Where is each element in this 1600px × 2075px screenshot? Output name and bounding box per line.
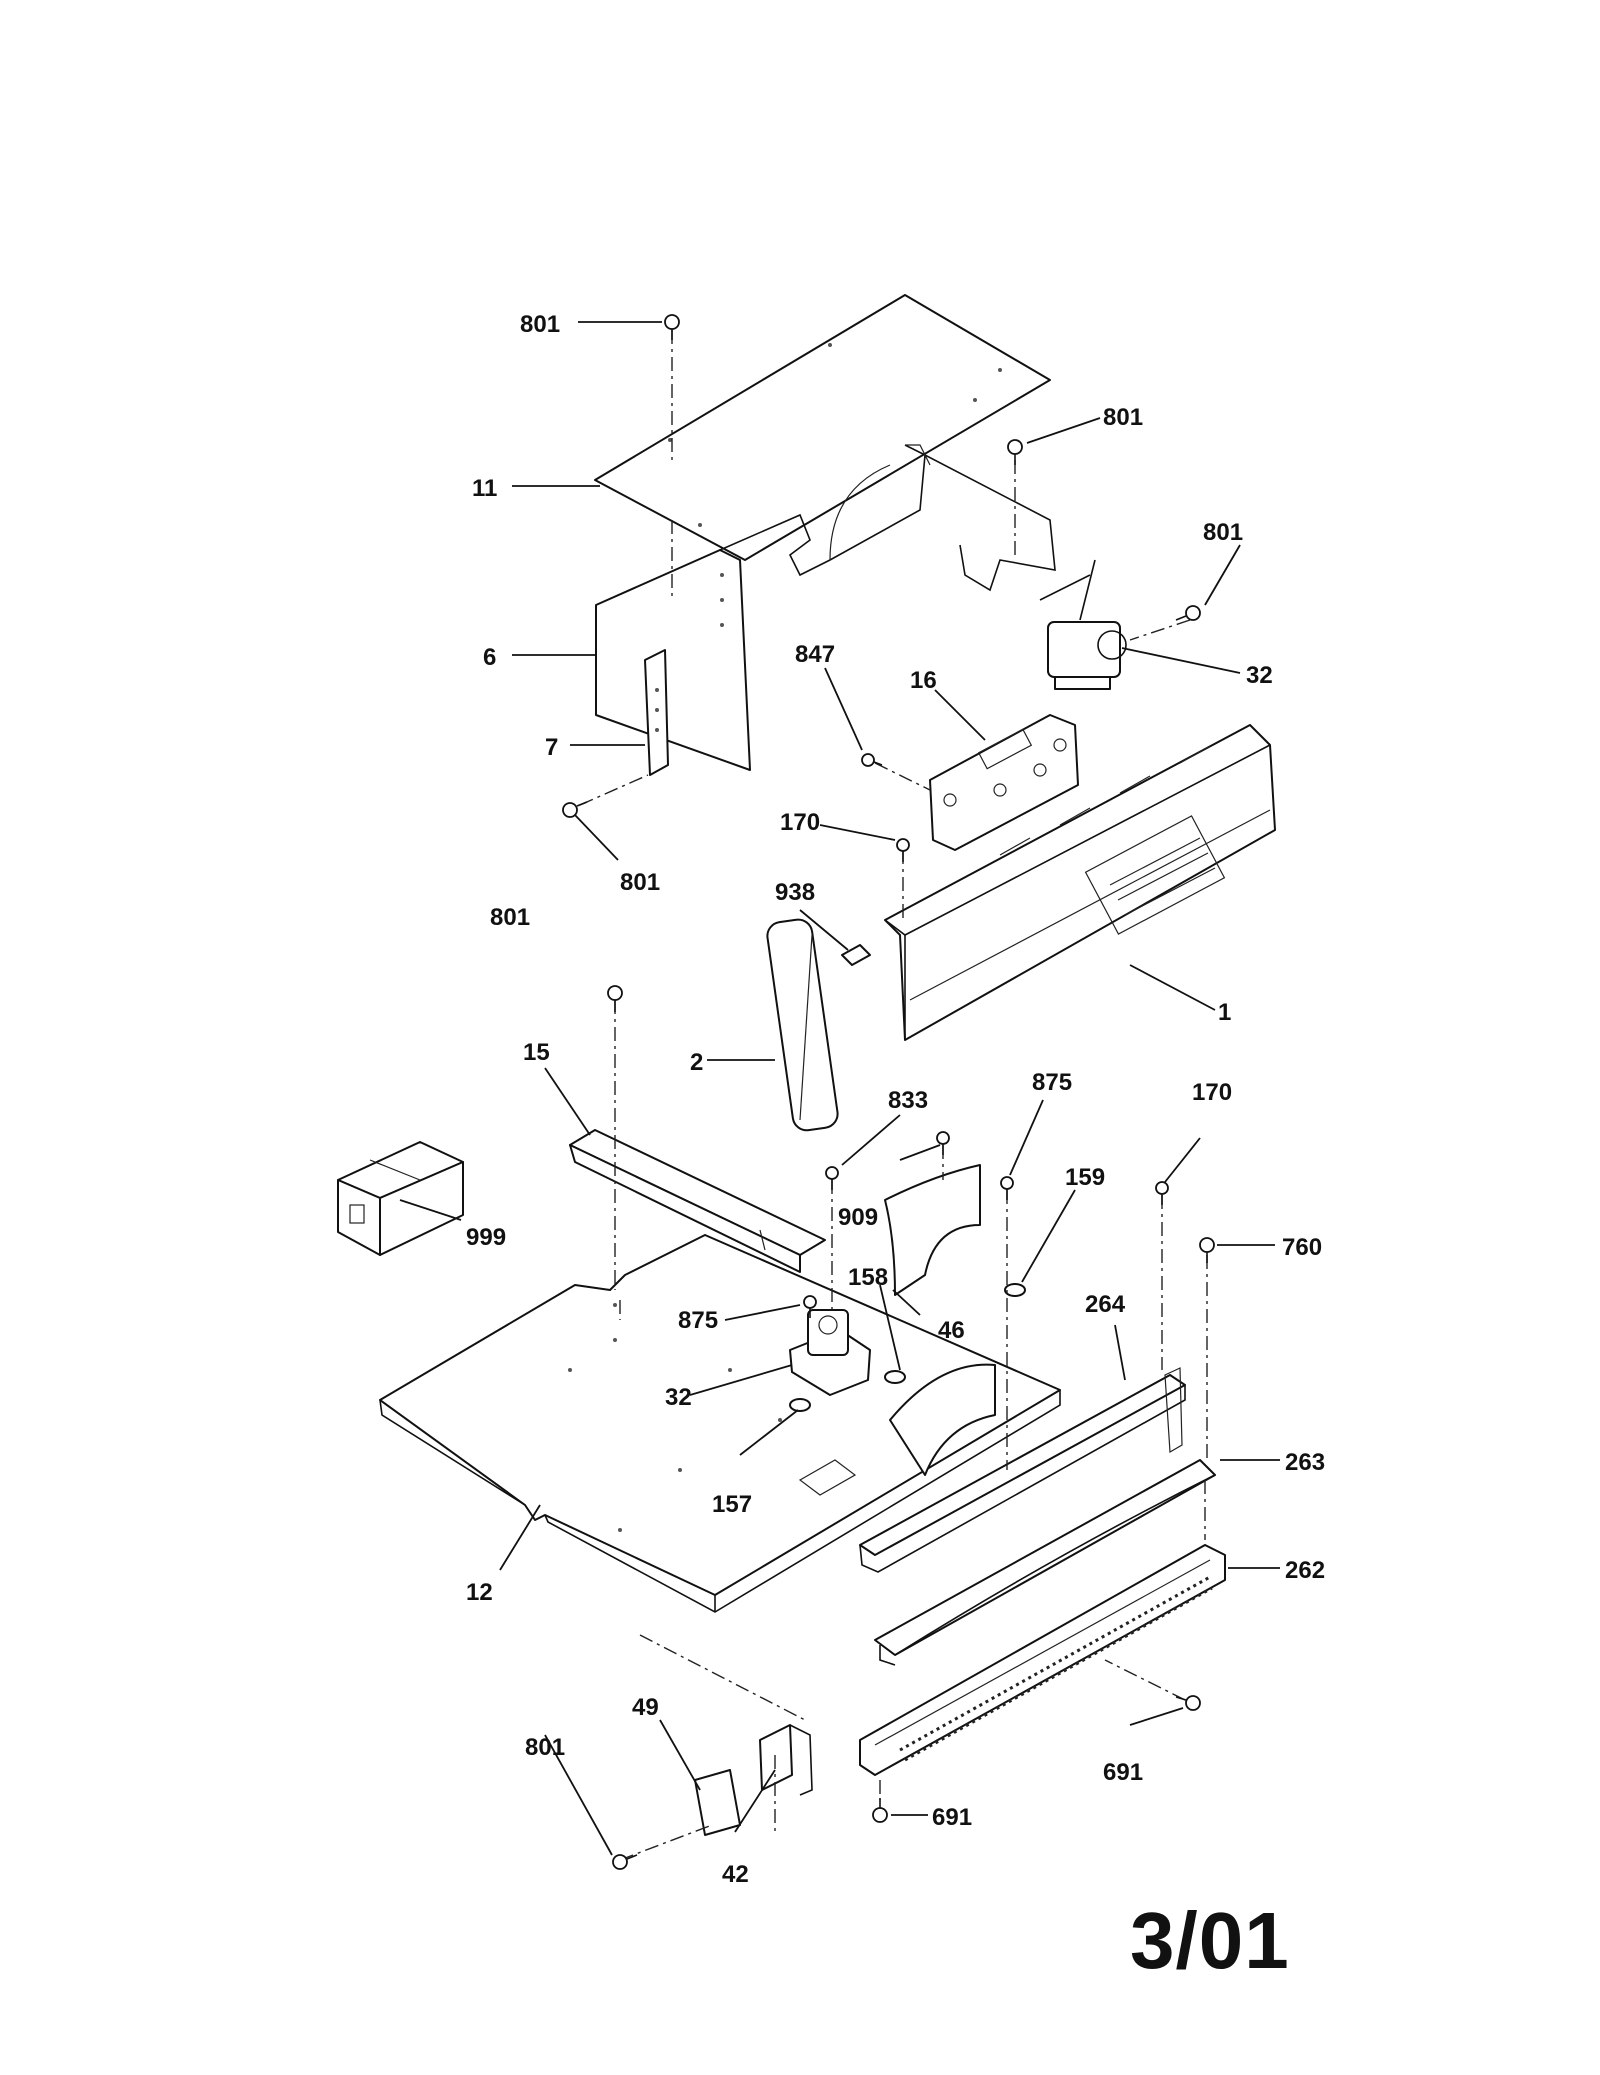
callout-170-lower: 170 [1192, 1079, 1232, 1106]
callout-263: 263 [1285, 1449, 1325, 1476]
callout-833: 833 [888, 1087, 928, 1114]
callout-32-upper: 32 [1246, 662, 1273, 689]
callout-801-left: 801 [620, 869, 660, 896]
callout-7: 7 [545, 734, 558, 761]
screw-760 [1199, 1237, 1215, 1263]
callout-801-right: 801 [1203, 519, 1243, 546]
kick-plate-263 [874, 1459, 1216, 1666]
screw-801-top [664, 314, 680, 340]
callout-801-bottom: 801 [525, 1734, 565, 1761]
vent-grille-262 [859, 1544, 1226, 1776]
callout-2: 2 [690, 1049, 703, 1076]
callout-157: 157 [712, 1491, 752, 1518]
screw-833 [825, 1166, 839, 1190]
callout-12: 12 [466, 1579, 493, 1606]
callout-875-lower: 875 [678, 1307, 718, 1334]
screw-909 [936, 1131, 950, 1155]
callout-875-upper: 875 [1032, 1069, 1072, 1096]
callout-801-top: 801 [520, 311, 560, 338]
callout-847: 847 [795, 641, 835, 668]
leader-lines [399, 321, 1280, 1856]
callout-labels: 801 801 801 11 6 32 847 16 7 801 170 938… [466, 311, 1325, 1888]
callout-262: 262 [1285, 1557, 1325, 1584]
sensor-159 [1004, 1283, 1026, 1297]
control-panel-backguard [884, 724, 1276, 1041]
vent-slots [899, 1575, 1213, 1762]
sensor-157 [789, 1398, 811, 1412]
callout-11: 11 [472, 475, 497, 502]
callout-46: 46 [938, 1317, 965, 1344]
screw-801-left [562, 801, 588, 818]
screw-801-right [1175, 605, 1201, 621]
callout-16: 16 [910, 667, 937, 694]
bracket-7 [644, 649, 669, 776]
callout-801-mid: 801 [490, 904, 530, 931]
callout-32-lower: 32 [665, 1384, 692, 1411]
screw-801-mid [607, 985, 623, 1012]
rear-housing-panel [595, 444, 1056, 771]
screw-691-lower [872, 1798, 888, 1823]
rail-264 [859, 1367, 1186, 1573]
bracket-42 [759, 1724, 813, 1796]
motor-assembly-lower [789, 1309, 871, 1396]
callout-691-lower: 691 [932, 1804, 972, 1831]
callout-15: 15 [523, 1039, 550, 1066]
switch-938 [841, 944, 871, 966]
motor-assembly-upper [1039, 559, 1127, 690]
screw-691-right [1175, 1695, 1201, 1711]
callout-1: 1 [1218, 999, 1231, 1026]
callout-909: 909 [838, 1204, 878, 1231]
screws [562, 314, 1215, 1870]
callout-760: 760 [1282, 1234, 1322, 1261]
callout-49: 49 [632, 1694, 659, 1721]
top-cover-panel [594, 294, 1051, 561]
revision-stamp: 3/01 [1130, 1896, 1290, 1985]
screw-875-upper [1000, 1176, 1014, 1200]
callout-42: 42 [722, 1861, 749, 1888]
callout-691-right: 691 [1103, 1759, 1143, 1786]
callout-264: 264 [1085, 1291, 1126, 1318]
keypad-grid [1084, 815, 1226, 935]
literature-box [337, 1141, 464, 1256]
callout-170-upper: 170 [780, 809, 820, 836]
side-trim-2 [766, 918, 839, 1132]
screw-801-bottom [612, 1854, 638, 1870]
screw-875-lower [803, 1295, 817, 1318]
callout-6: 6 [483, 644, 496, 671]
callout-999: 999 [466, 1224, 506, 1251]
plate-49 [694, 1769, 741, 1836]
center-lines [579, 330, 1208, 1861]
sensor-158 [884, 1370, 906, 1384]
callout-938: 938 [775, 879, 815, 906]
callout-801-upper-right: 801 [1103, 404, 1143, 431]
front-rail-15 [569, 1129, 826, 1273]
screw-170-upper [896, 838, 910, 862]
callout-159: 159 [1065, 1164, 1105, 1191]
callout-158: 158 [848, 1264, 888, 1291]
screw-170-lower [1155, 1181, 1169, 1205]
air-duct-46 [884, 1164, 996, 1476]
screw-847 [861, 753, 883, 767]
control-board [929, 714, 1079, 851]
screw-801-upper-right [1007, 439, 1023, 465]
